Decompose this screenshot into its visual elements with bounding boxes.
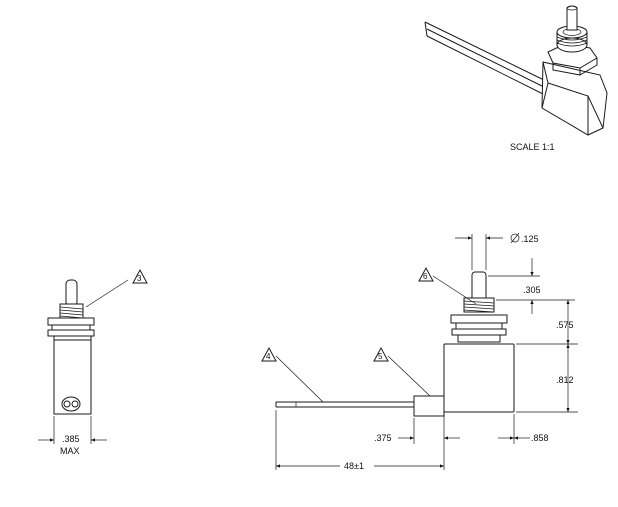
dim-385: .385 [62, 434, 80, 444]
dim-305: .305 [523, 285, 541, 295]
callout-5 [373, 346, 431, 397]
dim-48-lines [275, 410, 444, 470]
dim-305-lines [488, 258, 575, 314]
side-view [38, 279, 129, 444]
front-view [275, 271, 515, 417]
dim-375: .375 [374, 433, 392, 443]
callout-3: 3 [132, 268, 148, 284]
isometric-view [424, 5, 608, 136]
dim-812-lines [516, 344, 578, 413]
callout-6 [418, 266, 477, 305]
svg-text:3: 3 [137, 274, 142, 283]
callout-4-label: 4 [266, 352, 271, 361]
dim-max-label: MAX [60, 446, 80, 456]
dim-575: .575 [556, 320, 574, 330]
callout-6-label: 6 [423, 272, 428, 281]
dim-858: .858 [531, 433, 549, 443]
dim-812: .812 [556, 375, 574, 385]
scale-note: SCALE 1:1 [510, 142, 555, 152]
dim-diameter [455, 232, 520, 270]
callout-4 [261, 346, 324, 403]
dim-125: .125 [521, 234, 539, 244]
callout-5-label: 5 [378, 352, 383, 361]
dim-bottom-lines [398, 414, 530, 470]
dim-48: 48±1 [344, 461, 364, 471]
